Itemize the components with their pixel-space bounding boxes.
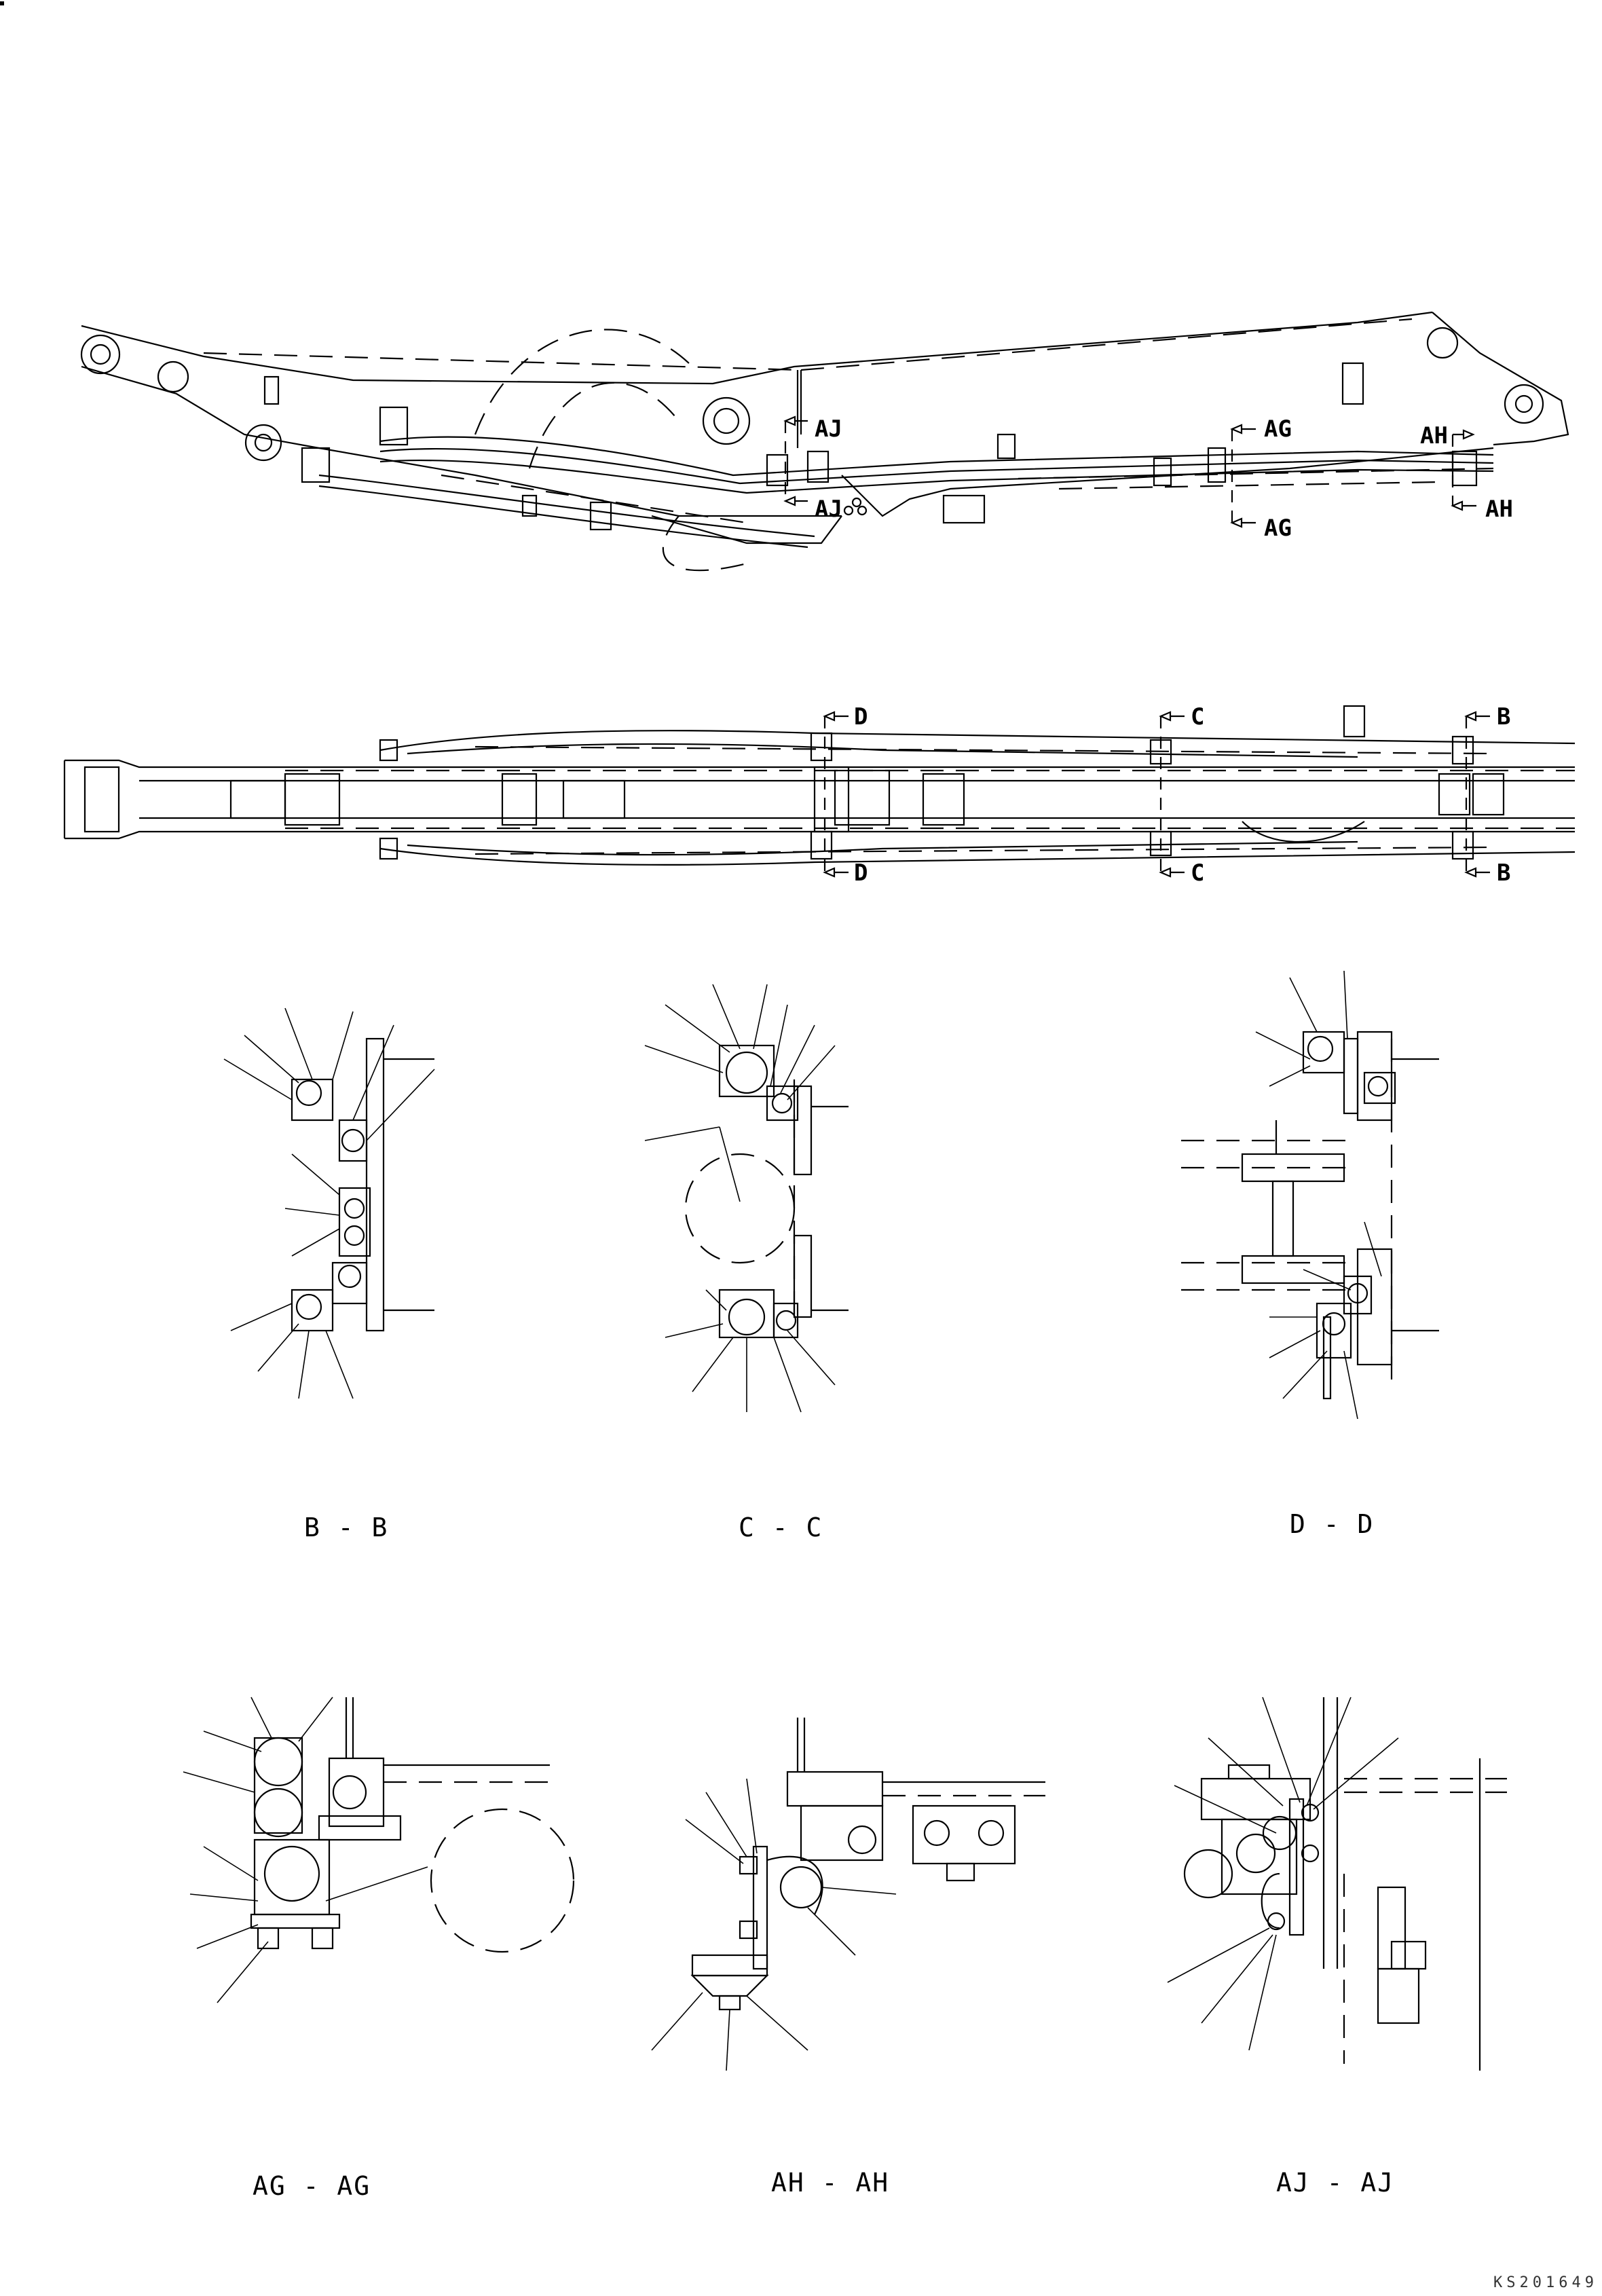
caption-section-bb: B - B xyxy=(304,1513,389,1542)
marker-ah-bottom: AH xyxy=(1485,496,1513,523)
top-view xyxy=(63,705,1576,878)
marker-d-top: D xyxy=(854,703,868,730)
section-ajaj xyxy=(1167,1697,1507,2071)
marker-d-bottom: D xyxy=(854,859,868,887)
section-bb xyxy=(223,1007,435,1399)
section-ahah xyxy=(651,1718,1045,2071)
caption-section-dd: D - D xyxy=(1290,1509,1375,1539)
marker-ag-top: AG xyxy=(1264,415,1292,443)
side-view xyxy=(80,311,1569,572)
caption-section-ahah: AH - AH xyxy=(771,2168,890,2198)
marker-c-top: C xyxy=(1191,703,1205,730)
marker-ah-top: AH xyxy=(1420,422,1448,449)
caption-section-cc: C - C xyxy=(739,1513,823,1542)
marker-ag-bottom: AG xyxy=(1264,515,1292,542)
section-cc xyxy=(644,984,849,1413)
caption-section-ajaj: AJ - AJ xyxy=(1276,2168,1395,2198)
drawing-code: KS201649 xyxy=(1493,2274,1598,2291)
section-dd xyxy=(1181,970,1439,1420)
section-agag xyxy=(183,1697,575,2003)
marker-aj-bottom: AJ xyxy=(815,496,842,523)
marker-aj-top: AJ xyxy=(815,415,842,443)
corner-mark xyxy=(0,1,4,5)
caption-section-agag: AG - AG xyxy=(253,2171,371,2201)
marker-c-bottom: C xyxy=(1191,859,1205,887)
marker-b-bottom: B xyxy=(1497,859,1511,887)
marker-b-top: B xyxy=(1497,703,1511,730)
